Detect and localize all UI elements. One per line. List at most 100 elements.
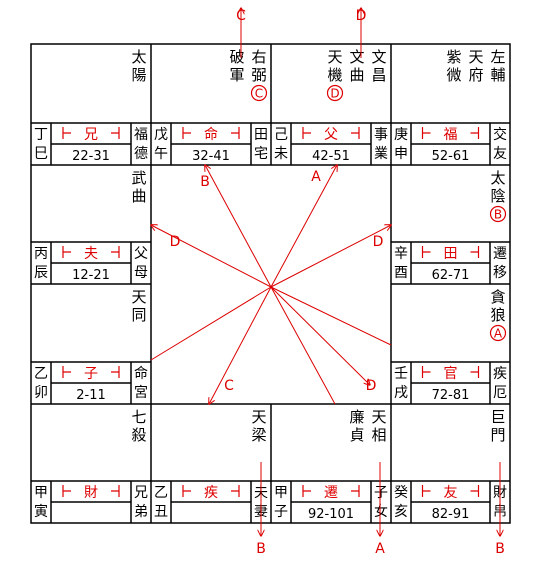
star-name: 左 <box>490 48 505 66</box>
star-name: 門 <box>490 426 505 444</box>
palace-bracket <box>62 485 120 497</box>
star-name: 天 <box>251 408 266 426</box>
palace-label: 福 <box>134 127 148 143</box>
palace-bracket <box>62 127 120 139</box>
palace-bracket <box>421 366 480 378</box>
palace-stem: 壬 <box>394 366 408 382</box>
hua-circle <box>250 84 268 102</box>
star-name: 貪 <box>490 288 505 306</box>
spoke-line <box>150 286 272 361</box>
star-name: 陽 <box>131 66 146 84</box>
arrow-label: B <box>200 174 210 190</box>
star-name: 七 <box>131 408 146 426</box>
star-name: 軍 <box>229 66 244 84</box>
palace-label: 業 <box>374 146 388 162</box>
star-name: 弼 <box>251 66 266 84</box>
palace-stem: 癸 <box>394 485 408 501</box>
palace-stem: 酉 <box>394 265 408 281</box>
palace-stem: 己 <box>274 127 288 143</box>
palace-age-range: 62-71 <box>432 268 470 283</box>
palace-name: 田 <box>444 246 458 262</box>
spoke-line <box>270 286 336 405</box>
palace-stem: 寅 <box>34 503 48 520</box>
palace-stem: 乙 <box>34 366 48 382</box>
palace-name: 福 <box>444 127 458 143</box>
palace-name: 子 <box>84 366 98 382</box>
hua-mark: B <box>494 208 502 222</box>
star-name: 太 <box>131 48 146 66</box>
palace-age-range: 92-101 <box>308 507 354 522</box>
palace-bracket <box>302 127 360 139</box>
palace-label: 女 <box>374 503 388 520</box>
star-name: 太 <box>490 169 505 187</box>
arrow-label: D <box>366 378 377 394</box>
star-name: 文 <box>371 48 386 66</box>
star-name: 巨 <box>490 408 505 426</box>
palace-label: 事 <box>374 127 388 143</box>
palace-age-range: 12-21 <box>72 268 110 283</box>
star-name: 殺 <box>131 426 146 444</box>
star-name: 機 <box>327 66 342 84</box>
palace-stem: 亥 <box>394 504 408 520</box>
palaces: 丁巳福德兄22-31太陽戊午田宅命32-41右弼C破軍己未事業父42-51文昌文… <box>31 48 510 523</box>
spoke-line <box>270 286 392 346</box>
star-name: 曲 <box>349 66 364 84</box>
arrow-label: B <box>256 541 266 557</box>
arrow-label: A <box>375 541 385 557</box>
palace-age-range: 22-31 <box>72 149 110 164</box>
palace-bracket <box>302 485 360 497</box>
palace-bracket <box>182 127 240 139</box>
palace-stem: 辰 <box>34 265 48 281</box>
hua-mark: C <box>255 87 263 101</box>
palace-name: 命 <box>204 126 218 143</box>
palace-bracket <box>62 366 120 378</box>
arrow-label: B <box>495 541 505 557</box>
arrow-to-chen <box>151 225 272 288</box>
palace-label: 厄 <box>493 385 507 401</box>
palace-stem: 戊 <box>154 127 168 143</box>
chart-grid <box>30 43 511 524</box>
star-name: 昌 <box>371 66 386 84</box>
palace-stem: 申 <box>394 146 408 162</box>
star-name: 輔 <box>490 66 505 84</box>
hua-mark: D <box>330 87 339 101</box>
palace-age-range: 52-61 <box>432 149 470 164</box>
hua-circle <box>489 324 507 342</box>
star-name: 破 <box>229 48 244 66</box>
star-name: 同 <box>131 306 146 324</box>
star-name: 府 <box>468 66 483 84</box>
star-name: 狼 <box>490 306 505 324</box>
star-name: 武 <box>131 169 146 187</box>
palace-age-range: 2-11 <box>76 388 106 403</box>
arrow-label: C <box>236 8 246 24</box>
palace-stem: 丁 <box>34 127 48 143</box>
palace-label: 交 <box>493 126 507 143</box>
palace-label: 宅 <box>254 146 268 162</box>
palace-age-range: 42-51 <box>312 149 350 164</box>
palace-label: 子 <box>374 485 388 501</box>
palace-label: 命 <box>134 365 148 382</box>
palace-label: 兄 <box>134 485 148 501</box>
palace-stem: 午 <box>154 146 168 162</box>
palace-age-range: 72-81 <box>432 388 470 403</box>
palace-label: 田 <box>254 127 268 143</box>
palace-label: 母 <box>134 265 148 281</box>
star-name: 貞 <box>349 426 364 444</box>
arrow-to-you <box>270 225 391 288</box>
hua-circle <box>326 84 344 102</box>
arrow-to-xu <box>270 286 370 385</box>
palace-label: 友 <box>493 146 507 162</box>
palace-name: 財 <box>84 485 98 501</box>
arrow-label: A <box>311 169 321 185</box>
palace-age-range: 32-41 <box>192 149 230 164</box>
palace-stem: 戌 <box>394 385 408 401</box>
palace-stem: 庚 <box>394 127 408 143</box>
